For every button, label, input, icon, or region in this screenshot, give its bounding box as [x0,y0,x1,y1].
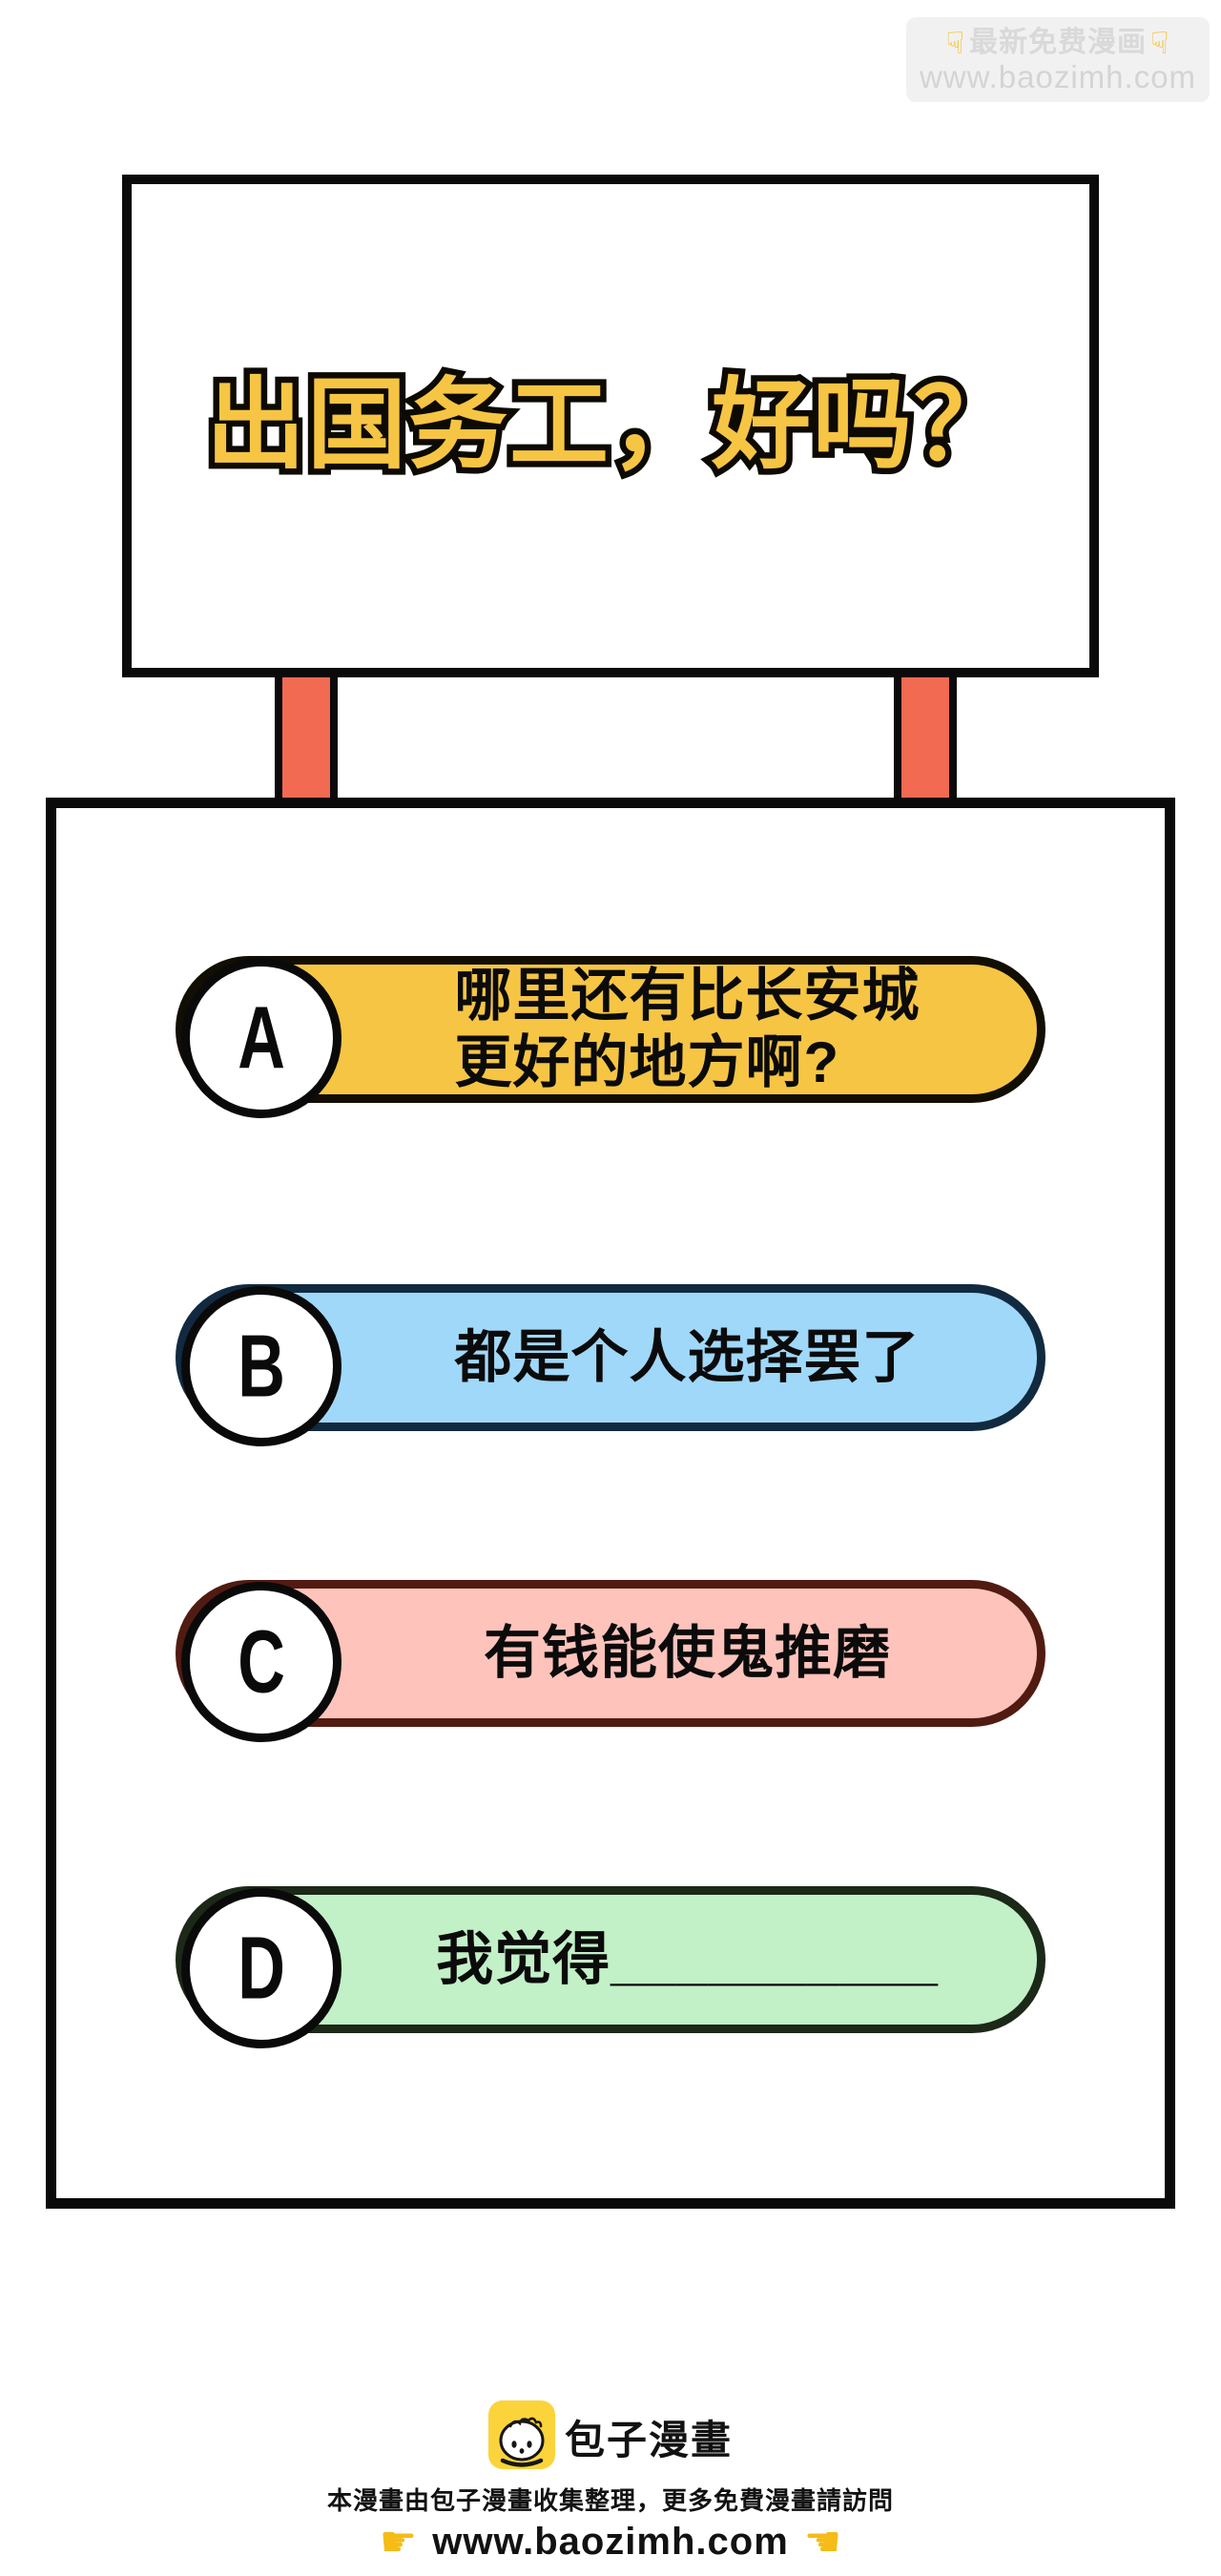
footer-url[interactable]: www.baozimh.com [432,2521,789,2563]
sign-post-right [894,668,957,803]
footer: 包子漫畫 本漫畫由包子漫畫收集整理，更多免費漫畫請訪問 ☛ www.baozim… [0,2399,1221,2564]
question-sign-board: 出国务工，好吗？ 出国务工，好吗？ [122,175,1099,677]
options-box: A 哪里还有比长安城 更好的地方啊? B 都是个人选择罢了 [46,798,1175,2209]
sign-post-left [275,668,338,803]
brand-name: 包子漫畫 [564,2417,733,2462]
option-c[interactable]: C 有钱能使鬼推磨 [176,1580,1045,1742]
option-c-letter: C [238,1612,285,1712]
question-title: 出国务工，好吗？ 出国务工，好吗？ [199,364,1019,487]
option-a-text: 哪里还有比长安城 更好的地方啊? [370,964,1004,1094]
option-b-line-1: 都是个人选择罢了 [454,1325,921,1389]
watermark-title: 最新免费漫画 [969,26,1147,58]
baozi-logo-icon [487,2399,555,2474]
brand-row: 包子漫畫 [487,2399,733,2474]
pointing-down-hand-icon: ☟ [945,25,965,60]
option-d-badge: D [181,1888,341,2048]
option-b-text: 都是个人选择罢了 [370,1293,1004,1423]
watermark-title-row: ☟ 最新免费漫画 ☟ [946,27,1170,59]
footer-url-row: ☛ www.baozimh.com ☚ [380,2521,841,2564]
option-c-text: 有钱能使鬼推磨 [370,1589,1004,1718]
option-c-badge: C [181,1582,341,1742]
option-b[interactable]: B 都是个人选择罢了 [176,1284,1045,1446]
pointing-left-hand-icon: ☚ [803,2518,842,2566]
footer-info: 本漫畫由包子漫畫收集整理，更多免費漫畫請訪問 [326,2486,894,2515]
pointing-right-hand-icon: ☛ [379,2518,418,2566]
option-d-line-1: 我觉得__________ [436,1927,939,1991]
option-d[interactable]: D 我觉得__________ [176,1886,1045,2048]
option-a-line-1: 哪里还有比长安城 [454,964,921,1028]
option-b-badge: B [181,1286,341,1446]
pointing-down-hand-icon: ☟ [1150,25,1170,60]
option-a-letter: A [238,988,285,1088]
option-c-line-1: 有钱能使鬼推磨 [484,1621,891,1685]
option-b-letter: B [238,1317,285,1416]
option-d-text: 我觉得__________ [370,1895,1004,2025]
question-title-text: 出国务工，好吗？ [205,370,1015,482]
option-a[interactable]: A 哪里还有比长安城 更好的地方啊? [176,956,1045,1118]
question-title-outline: 出国务工，好吗？ [199,364,1019,487]
option-d-letter: D [238,1919,285,2018]
option-a-badge: A [181,958,341,1118]
option-a-line-2: 更好的地方啊? [454,1030,840,1094]
watermark-url: www.baozimh.com [919,58,1197,94]
watermark-badge: ☟ 最新免费漫画 ☟ www.baozimh.com [906,17,1210,102]
